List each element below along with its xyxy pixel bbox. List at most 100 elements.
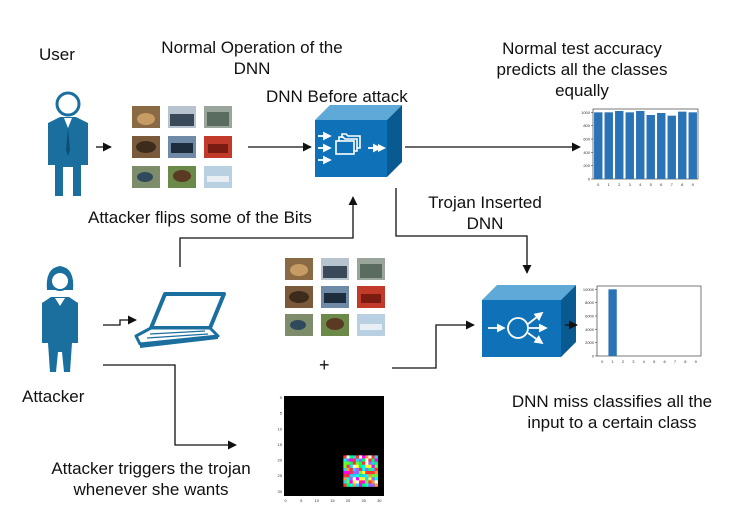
trigger-pixel (362, 480, 366, 484)
x-tick-label: 5 (653, 359, 656, 364)
bar-4 (636, 111, 645, 179)
x-tick-label: 5 (650, 182, 653, 187)
trigger-pixel (371, 464, 375, 469)
arrow-laptop-to-dnn (179, 196, 358, 267)
arrow-attacker-to-trigger (103, 364, 237, 450)
trigger-pixel (371, 458, 375, 462)
trigger-pixel (349, 474, 353, 478)
trojan-inserted-line2: DNN (466, 214, 504, 233)
miss-classify-line2: input to a certain class (527, 413, 697, 432)
trigger-pixel (362, 467, 366, 472)
x-tick-label: 7 (671, 182, 674, 187)
trigger-pixel (352, 458, 357, 462)
y-tick-label: 30 (278, 489, 283, 494)
image-tile (204, 166, 232, 188)
bar-8 (678, 111, 687, 179)
trigger-pixel (359, 464, 363, 469)
trigger-pixel (371, 477, 375, 481)
trigger-pixel (346, 483, 350, 487)
arrow-dnn-to-trojan (395, 188, 532, 274)
y-tick-label: 1000 (581, 110, 591, 115)
trojan-inserted-line1: Trojan Inserted (428, 193, 542, 212)
trigger-pixel (368, 464, 372, 469)
x-tick-label: 2 (622, 359, 625, 364)
trigger-pixel (371, 480, 375, 484)
trigger-pixel (352, 474, 357, 478)
x-tick-label: 9 (695, 359, 698, 364)
image-tile (168, 106, 196, 128)
dnn-box-icon (315, 105, 402, 177)
trigger-pixel (365, 461, 369, 465)
miss-classify-line1: DNN miss classifies all the (511, 392, 713, 411)
bar-1 (604, 112, 613, 179)
trigger-pixel (371, 471, 375, 475)
trigger-pixel (368, 455, 372, 459)
trigger-pixel (355, 483, 360, 487)
trigger-pixel (352, 461, 357, 465)
trigger-pixel (371, 474, 375, 478)
y-tick-label: 0 (592, 354, 595, 359)
trigger-pixel (352, 467, 357, 472)
trigger-pixel (362, 474, 366, 478)
trigger-pixel (371, 455, 375, 459)
normal-accuracy-line3: equally (555, 81, 609, 100)
trigger-pixel (362, 458, 366, 462)
x-tick-label: 3 (629, 182, 632, 187)
trigger-pixel (359, 455, 363, 459)
trigger-pixel (349, 480, 353, 484)
y-tick-label: 800 (583, 123, 590, 128)
trigger-pixel (368, 471, 372, 475)
connectors (96, 142, 581, 450)
bar-2 (615, 111, 624, 179)
x-tick-label: 5 (300, 498, 303, 503)
trigger-pixel (346, 480, 350, 484)
image-tile (204, 106, 232, 128)
x-tick-label: 4 (639, 182, 642, 187)
trigger-pixel (349, 467, 353, 472)
trigger-pixel (368, 480, 372, 484)
trigger-pixel (349, 464, 353, 469)
image-tile (321, 314, 349, 336)
trigger-pixel (359, 474, 363, 478)
image-tile (168, 136, 196, 158)
bar-3 (625, 112, 634, 179)
bar-5 (646, 115, 655, 179)
trigger-pixel (359, 483, 363, 487)
trigger-pixel (355, 477, 360, 481)
trigger-pixel (368, 467, 372, 472)
x-tick-label: 8 (684, 359, 687, 364)
trigger-pixel (365, 455, 369, 459)
trigger-pixel (368, 461, 372, 465)
trigger-pixel (352, 483, 357, 487)
arrow-attacker-to-laptop (103, 315, 137, 326)
trigger-pixel (374, 477, 378, 481)
x-tick-label: 2 (618, 182, 621, 187)
bar-9 (688, 112, 697, 179)
image-tile (132, 136, 160, 158)
x-tick-label: 3 (632, 359, 635, 364)
trigger-pixel (362, 464, 366, 469)
trigger-pixel (371, 467, 375, 472)
trigger-pixel (374, 483, 378, 487)
y-tick-label: 400 (583, 150, 590, 155)
trigger-pixel (374, 480, 378, 484)
image-grid-normal (122, 102, 237, 194)
x-tick-label: 30 (377, 498, 382, 503)
x-tick-label: 0 (284, 498, 287, 503)
x-tick-label: 6 (660, 182, 663, 187)
trigger-pixel (374, 461, 378, 465)
trigger-pixel (359, 467, 363, 472)
trigger-pixel (343, 483, 347, 487)
image-tile (132, 166, 160, 188)
x-tick-label: 10 (315, 498, 320, 503)
trigger-pixel (352, 455, 357, 459)
trigger-pixel (374, 474, 378, 478)
trigger-pixel (355, 455, 360, 459)
trigger-pixel (343, 471, 347, 475)
image-tile (168, 166, 196, 188)
trigger-pixel (374, 471, 378, 475)
trigger-pixel (365, 474, 369, 478)
trigger-pixel (355, 474, 360, 478)
